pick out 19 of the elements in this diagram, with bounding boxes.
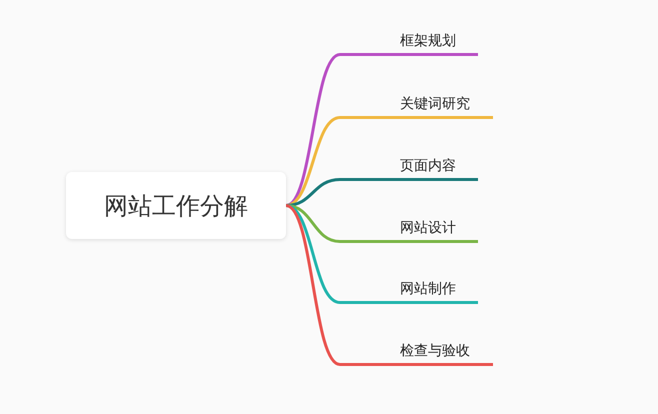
branch-text: 框架规划 bbox=[400, 32, 456, 50]
branch-text: 页面内容 bbox=[400, 157, 456, 175]
branch-topic bbox=[340, 156, 478, 181]
branch-topic bbox=[340, 218, 478, 243]
branch-text: 关键词研究 bbox=[400, 95, 470, 113]
connector-curve bbox=[286, 204, 340, 243]
branch-topic bbox=[340, 31, 478, 56]
connector-curve bbox=[286, 204, 340, 304]
root-topic-box bbox=[66, 172, 286, 239]
branch-text: 网站设计 bbox=[400, 219, 456, 237]
branch-topic bbox=[340, 279, 478, 304]
branch-text: 网站制作 bbox=[400, 280, 456, 298]
branch-topic bbox=[340, 94, 493, 119]
connector-curve bbox=[285, 204, 341, 366]
branch-topic bbox=[340, 341, 493, 366]
root-topic-text: 网站工作分解 bbox=[104, 190, 248, 222]
branch-text: 检查与验收 bbox=[400, 342, 470, 360]
connector-curve bbox=[286, 116, 340, 207]
connector-curve bbox=[285, 53, 341, 207]
